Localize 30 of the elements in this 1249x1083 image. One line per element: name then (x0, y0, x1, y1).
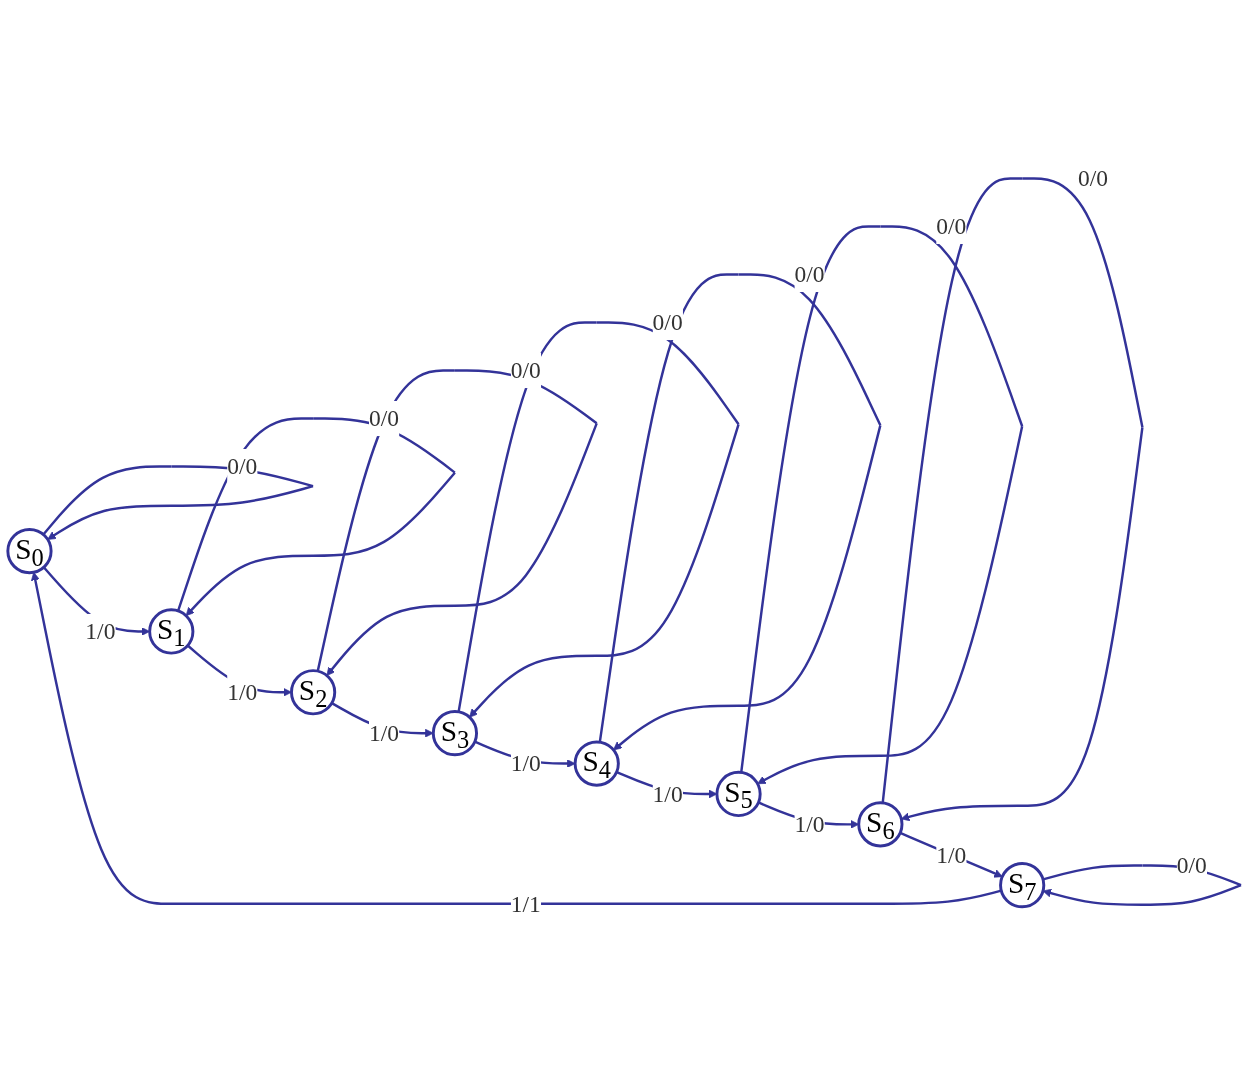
edge-label: 1/0 (227, 679, 258, 706)
edge-label: 1/1 (510, 891, 541, 917)
edge-label: 0/0 (227, 454, 258, 480)
node-circle: S$_{5}$ (715, 771, 762, 818)
edge-label: 0/0 (1176, 853, 1207, 879)
node-circle: S$_{4}$ (573, 740, 620, 788)
edge-label: 1/0 (510, 751, 541, 777)
edge-label: 1/0 (85, 619, 116, 645)
edge-label: 1/0 (368, 720, 400, 747)
edge-label: 0/0 (510, 358, 541, 384)
edge-label: 1/0 (652, 781, 683, 808)
edge-label: 0/0 (794, 262, 825, 288)
node-circle: S$_{0}$ (6, 528, 53, 575)
arrow (598, 273, 882, 751)
arrow (881, 177, 1144, 822)
arrow (899, 832, 1003, 878)
node-circle: S$_{3}$ (431, 710, 478, 757)
edge-label: 0/0 (1078, 166, 1109, 192)
node-circle: S$_{7}$ (999, 862, 1046, 909)
edge-label: 0/0 (936, 214, 967, 240)
edge-label: 1/0 (936, 842, 967, 868)
arrow (740, 225, 1024, 785)
edge-label: 0/0 (368, 406, 400, 432)
node-circle: S$_{1}$ (148, 608, 195, 655)
node-circle: S$_{6}$ (857, 801, 904, 848)
edge-label: 0/0 (652, 310, 683, 336)
node-circle: S$_{2}$ (290, 669, 337, 716)
arrow (457, 321, 740, 718)
edge-label: 1/0 (794, 812, 825, 838)
arrow (31, 572, 1002, 906)
